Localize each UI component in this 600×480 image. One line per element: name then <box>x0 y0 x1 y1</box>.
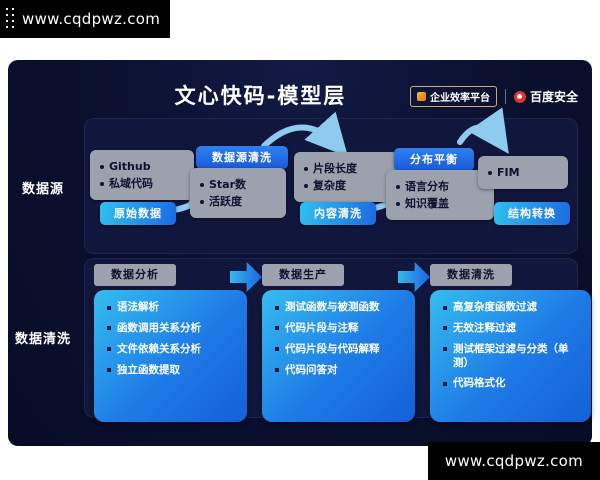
list-item: 片段长度 <box>302 160 390 177</box>
brand-badge: 百度安全 <box>513 88 578 105</box>
list-item: Github <box>98 158 186 175</box>
list-item: 语法解析 <box>106 301 238 315</box>
slide: 文心快码-模型层 企业效率平台 百度安全 数据源 数据清洗 <box>8 60 592 446</box>
list-item: 无效注释过滤 <box>442 322 582 336</box>
page-title: 文心快码-模型层 <box>174 84 347 108</box>
source-box-github: Github 私域代码 <box>90 150 194 201</box>
list-item: 代码格式化 <box>442 377 582 391</box>
platform-badge-label: 企业效率平台 <box>429 93 490 104</box>
list-item: 活跃度 <box>198 193 278 210</box>
source-box-distribution: 语言分布 知识覆盖 <box>386 170 494 221</box>
list-item: 私域代码 <box>98 175 186 192</box>
header-badges: 企业效率平台 百度安全 <box>409 86 578 107</box>
column-box-production: 测试函数与被测函数 代码片段与注释 代码片段与代码解释 代码问答对 <box>262 290 415 422</box>
list-item: FIM <box>486 164 560 181</box>
platform-icon <box>416 92 426 101</box>
row-label-source: 数据源 <box>21 182 64 197</box>
tag-structure-transform: 结构转换 <box>494 202 570 225</box>
watermark-top-text: www.cqdpwz.com <box>22 10 161 28</box>
watermark-bottom: www.cqdpwz.com <box>428 442 600 480</box>
baidu-security-logo-icon <box>513 90 526 103</box>
brand-badge-label: 百度安全 <box>529 90 578 104</box>
list-item: 测试框架过滤与分类（单测） <box>442 343 582 371</box>
source-box-fim: FIM <box>478 156 568 190</box>
column-header-production: 数据生产 <box>262 264 344 286</box>
watermark-bottom-text: www.cqdpwz.com <box>444 452 584 470</box>
badge-divider <box>504 89 506 104</box>
list-item: 代码片段与代码解释 <box>274 343 406 357</box>
platform-badge: 企业效率平台 <box>409 86 497 107</box>
list-item: 函数调用关系分析 <box>106 322 238 336</box>
column-header-cleaning: 数据清洗 <box>430 264 512 286</box>
column-header-analysis: 数据分析 <box>94 264 176 286</box>
column-box-analysis: 语法解析 函数调用关系分析 文件依赖关系分析 独立函数提取 <box>94 290 247 422</box>
list-item: 高复杂度函数过滤 <box>442 301 582 315</box>
column-box-cleaning: 高复杂度函数过滤 无效注释过滤 测试框架过滤与分类（单测） 代码格式化 <box>430 290 591 422</box>
list-item: 独立函数提取 <box>106 364 238 378</box>
tag-distribution-balance: 分布平衡 <box>394 148 474 171</box>
list-item: 复杂度 <box>302 177 390 194</box>
tag-raw-data: 原始数据 <box>100 202 176 225</box>
list-item: 知识覆盖 <box>394 195 486 212</box>
tag-source-cleaning: 数据源清洗 <box>196 146 288 169</box>
list-item: 文件依赖关系分析 <box>106 343 238 357</box>
list-item: 测试函数与被测函数 <box>274 301 406 315</box>
source-box-fragment: 片段长度 复杂度 <box>294 152 398 203</box>
list-item: 代码片段与注释 <box>274 322 406 336</box>
list-item: 代码问答对 <box>274 364 406 378</box>
watermark-top: www.cqdpwz.com <box>0 0 170 38</box>
list-item: Star数 <box>198 176 278 193</box>
row-label-cleaning: 数据清洗 <box>14 332 71 347</box>
dots-pattern-icon <box>4 6 16 32</box>
list-item: 语言分布 <box>394 178 486 195</box>
source-box-star: Star数 活跃度 <box>190 168 286 219</box>
tag-content-cleaning: 内容清洗 <box>300 202 376 225</box>
